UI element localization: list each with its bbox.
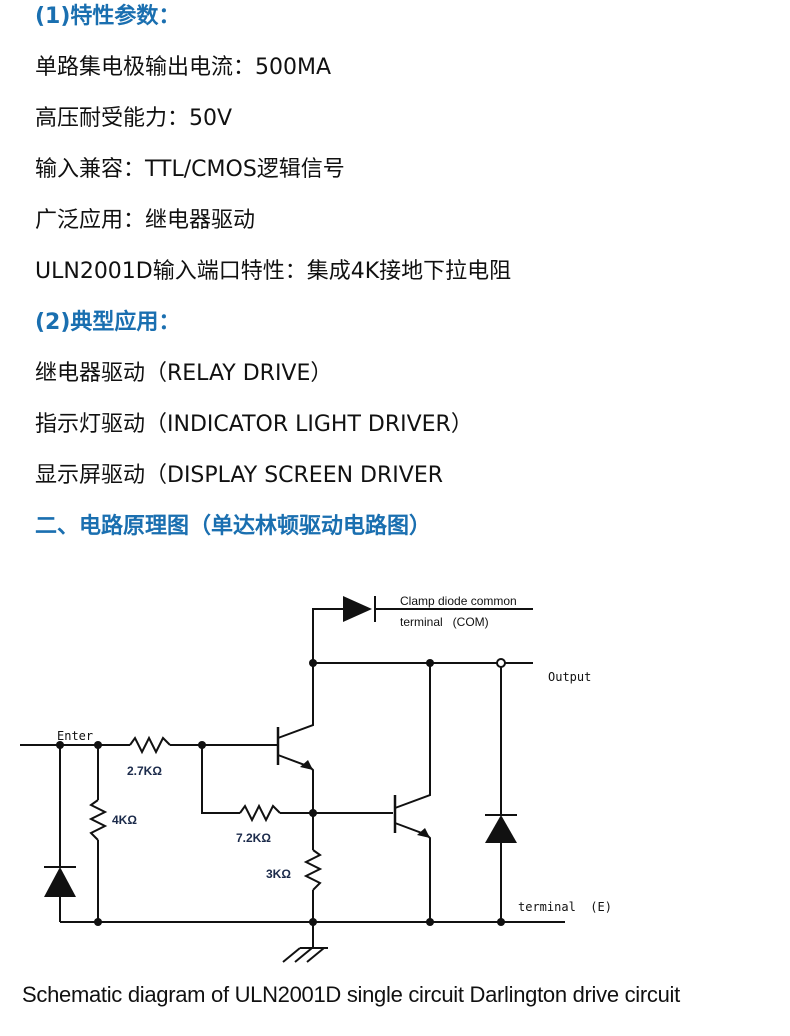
enter-label: Enter xyxy=(57,729,93,743)
spec-item: 输入兼容：TTL/CMOS逻辑信号 xyxy=(35,157,345,182)
spec-item: ULN2001D输入端口特性：集成4K接地下拉电阻 xyxy=(35,259,512,284)
resistor-4k-label: 4KΩ xyxy=(112,813,137,827)
application-item: 指示灯驱动（INDICATOR LIGHT DRIVER） xyxy=(35,412,473,437)
resistor-3k xyxy=(303,849,323,891)
terminal-e-label: terminal (E) xyxy=(518,900,612,914)
q1-emitter-arrow xyxy=(300,760,313,770)
output-label: Output xyxy=(548,670,591,684)
q2-emitter xyxy=(394,822,431,922)
resistor-7-2k xyxy=(239,803,281,823)
spec-item: 广泛应用：继电器驱动 xyxy=(35,208,256,233)
resistor-2-7k xyxy=(129,735,171,755)
q2-emitter-arrow xyxy=(417,828,430,838)
resistor-3k-label: 3KΩ xyxy=(266,867,291,881)
q1-collector xyxy=(277,663,314,739)
spec-item: 单路集电极输出电流：500MA xyxy=(35,55,332,80)
output-clamp-diode xyxy=(485,814,517,843)
darlington-schematic: Clamp diode common terminal (COM) Output… xyxy=(20,594,612,963)
application-item: 显示屏驱动（DISPLAY SCREEN DRIVER xyxy=(35,463,444,488)
section3-heading: 二、电路原理图（单达林顿驱动电路图） xyxy=(35,514,432,539)
clamp-label-line1: Clamp diode common xyxy=(400,594,517,608)
input-diode xyxy=(44,866,76,897)
section2-heading: (2)典型应用： xyxy=(35,310,181,335)
figure-caption: Schematic diagram of ULN2001D single cir… xyxy=(22,982,680,1007)
resistor-2-7k-label: 2.7KΩ xyxy=(127,764,162,778)
application-item: 继电器驱动（RELAY DRIVE） xyxy=(35,361,333,386)
resistor-7-2k-label: 7.2KΩ xyxy=(236,831,271,845)
q2-collector xyxy=(394,663,431,809)
com-wire xyxy=(312,608,343,663)
clamp-diode-com xyxy=(343,596,376,622)
section1-heading: (1)特性参数： xyxy=(35,4,181,29)
spec-item: 高压耐受能力：50V xyxy=(35,106,233,131)
clamp-label-line2: terminal (COM) xyxy=(400,615,489,629)
feedback-wire xyxy=(201,745,240,814)
resistor-4k xyxy=(88,799,108,841)
